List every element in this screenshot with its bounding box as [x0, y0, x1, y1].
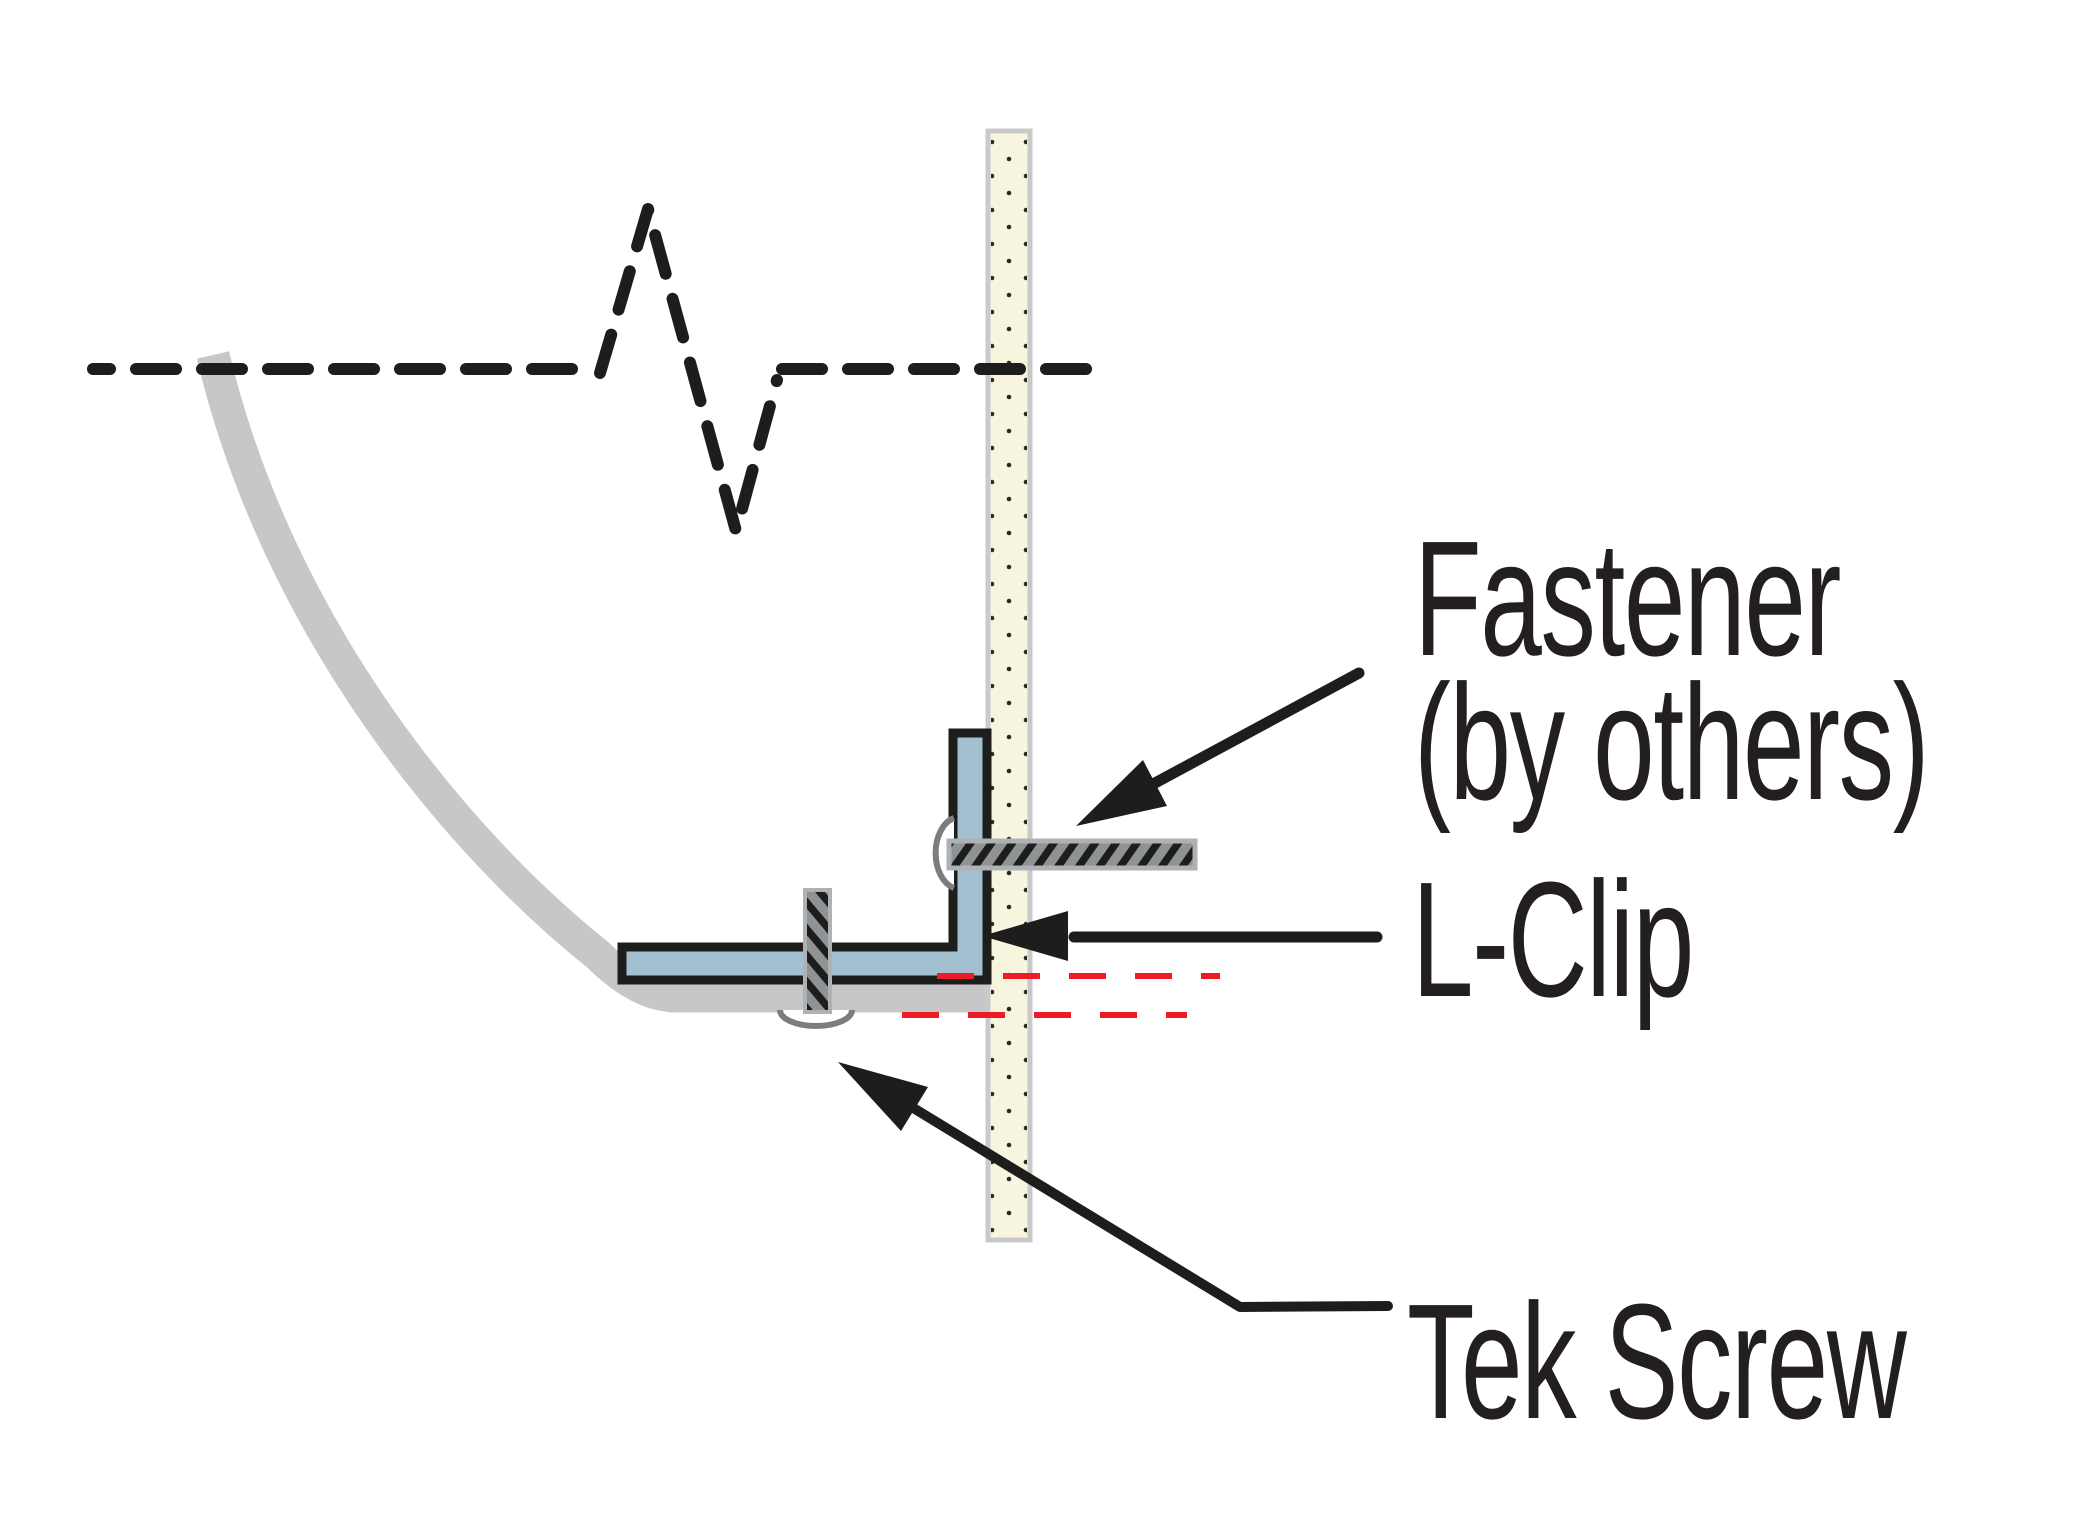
tek-screw-arrow	[838, 1062, 1393, 1312]
fastener-label-line1: Fastener	[1414, 507, 1841, 690]
fastener-arrowhead-icon	[1076, 760, 1167, 826]
tek-screw-arrowhead-icon	[838, 1062, 928, 1131]
centerline-break-zigzag	[594, 203, 783, 537]
panel-curve	[196, 351, 988, 1013]
centerline-dashed	[87, 203, 1095, 537]
tek-screw-head-arc	[777, 1009, 855, 1029]
l-clip-arrow	[982, 911, 1383, 961]
fastener-label-line2: (by others)	[1414, 651, 1930, 834]
offset-lines-red	[902, 973, 1220, 1018]
wall-sheathing-strip	[985, 128, 1033, 1243]
tek-screw-shaft	[803, 888, 832, 1014]
tek-screw-label-text: Tek Screw	[1407, 1270, 1907, 1453]
fastener-label: Fastener (by others)	[1414, 507, 1930, 834]
l-clip-arrowhead-icon	[982, 911, 1068, 961]
fastener-bolt	[946, 838, 1198, 871]
l-clip-label: L-Clip	[1412, 848, 1694, 1031]
fastener-arrow	[1076, 667, 1365, 826]
l-clip-label-text: L-Clip	[1412, 848, 1694, 1031]
tek-screw-label: Tek Screw	[1407, 1270, 1907, 1453]
l-clip-shape	[617, 728, 992, 985]
